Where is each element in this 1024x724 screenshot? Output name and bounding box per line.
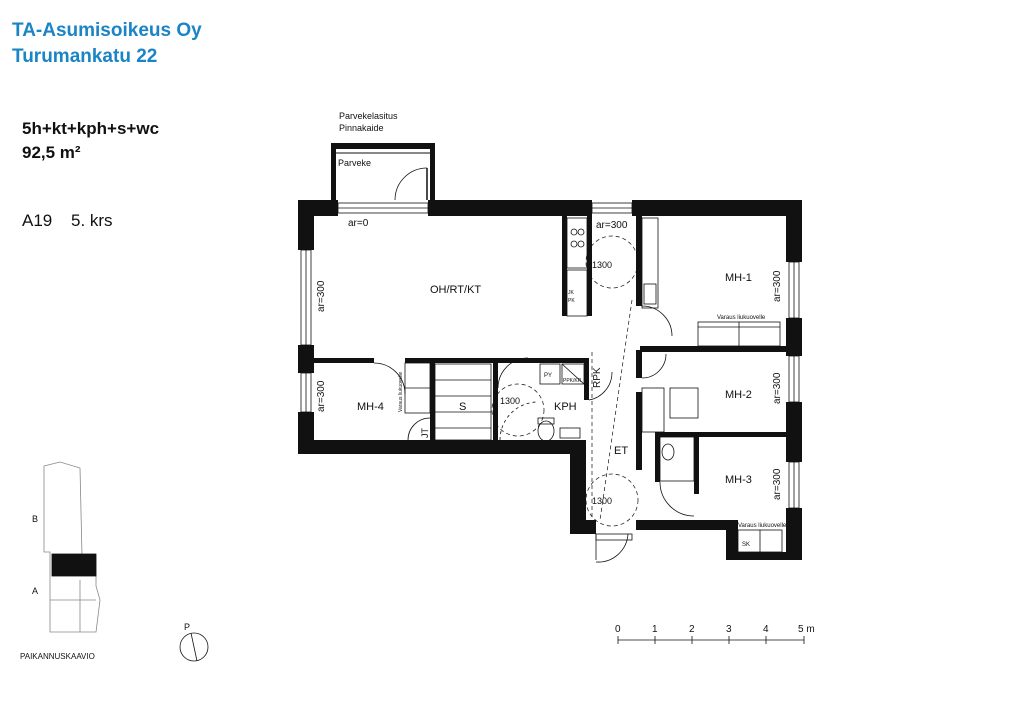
company-name: TA-Asumisoikeus Oy — [12, 20, 202, 41]
room-label-storage: S — [459, 401, 466, 413]
scale-tick-4: 4 — [763, 624, 769, 635]
room-label-bathroom: KPH — [554, 401, 577, 413]
scale-tick-0: 0 — [615, 624, 621, 635]
company-address: Turumankatu 22 — [12, 46, 158, 67]
site-plan-block-a: A — [32, 586, 38, 596]
room-label-mh4: MH-4 — [357, 401, 384, 413]
scale-tick-1: 1 — [652, 624, 658, 635]
room-label-living: OH/RT/KT — [430, 284, 481, 296]
annotation-1300-kitchen: 1300 — [592, 260, 612, 270]
annotation-ar300-mh3: ar=300 — [772, 468, 783, 500]
annotation-ar300-living: ar=300 — [316, 280, 327, 312]
site-plan — [43, 461, 101, 633]
annotation-sk: SK — [742, 542, 750, 548]
room-label-jt: JT — [420, 428, 430, 439]
apartment-id-floor: A19 5. krs — [22, 211, 113, 231]
scale-bar — [617, 636, 805, 644]
apartment-id: A19 — [22, 211, 53, 230]
windows — [300, 202, 800, 509]
annotation-ar300-top: ar=300 — [596, 220, 628, 231]
site-plan-block-b: B — [32, 514, 38, 524]
room-label-mh1: MH-1 — [725, 272, 752, 284]
doors — [373, 305, 695, 563]
apartment-floor: 5. krs — [70, 211, 113, 230]
room-label-rpk: RPK — [592, 367, 603, 388]
scale-tick-2: 2 — [689, 624, 695, 635]
exterior-walls — [298, 200, 802, 560]
balcony-glazing-label: Parvekelasitus — [339, 111, 398, 121]
annotation-ar0: ar=0 — [348, 218, 369, 229]
apartment-type: 5h+kt+kph+s+wc — [22, 119, 160, 138]
room-label-mh3: MH-3 — [725, 474, 752, 486]
annotation-1300-bath: 1300 — [500, 396, 520, 406]
north-label: P — [184, 622, 190, 632]
annotation-slide-mh4: Varaus liukuovelle — [398, 372, 404, 412]
site-plan-label: PAIKANNUSKAAVIO — [20, 652, 95, 661]
annotation-slide-mh1: Varaus liukuovelle — [717, 315, 766, 321]
annotation-jk: JK — [568, 290, 575, 296]
balcony-label: Parveke — [338, 158, 371, 168]
balcony — [331, 143, 435, 201]
apartment-summary: 5h+kt+kph+s+wc 92,5 m² — [22, 117, 159, 165]
turning-circles — [491, 235, 639, 527]
scale-tick-3: 3 — [726, 624, 732, 635]
annotation-slide-mh3: Varaus liukuovelle — [738, 523, 787, 529]
room-label-mh2: MH-2 — [725, 389, 752, 401]
annotation-py: PY — [544, 373, 552, 379]
annotation-ar300-mh4: ar=300 — [316, 380, 327, 412]
scale-tick-5: 5 m — [798, 624, 815, 635]
room-label-hall: ET — [614, 445, 628, 457]
annotation-ar300-mh2: ar=300 — [772, 372, 783, 404]
annotation-pk: PK — [568, 298, 575, 304]
interior-walls — [314, 216, 786, 494]
annotation-ar300-mh1: ar=300 — [772, 270, 783, 302]
fixtures — [404, 217, 783, 553]
annotation-ppk: PPK/KR — [563, 378, 582, 384]
balcony-railing-label: Pinnakaide — [339, 123, 384, 133]
annotation-1300-hall: 1300 — [592, 496, 612, 506]
north-arrow-icon — [179, 632, 209, 662]
apartment-area: 92,5 m² — [22, 143, 81, 162]
company-header: TA-Asumisoikeus Oy Turumankatu 22 — [12, 18, 202, 70]
